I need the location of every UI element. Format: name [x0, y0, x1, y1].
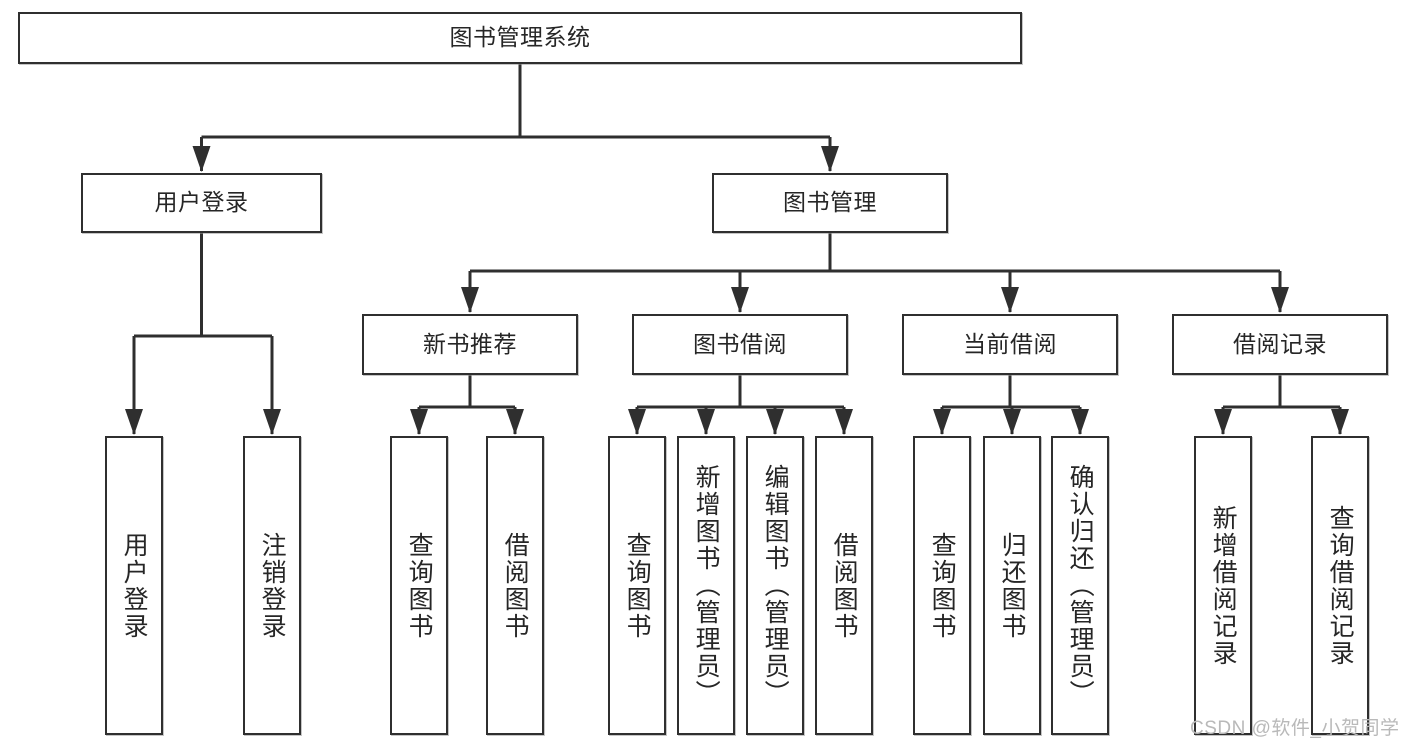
- csdn-watermark: CSDN @软件_小贺同学: [1190, 718, 1400, 739]
- node-root[interactable]: 图书管理系统: [18, 12, 1022, 64]
- node-label: 新增借阅记录: [1209, 504, 1238, 667]
- connector-arrowhead: [697, 409, 715, 435]
- node-leaf-login-2[interactable]: 注销登录: [243, 436, 301, 735]
- node-label: 编辑图书（管理员）: [761, 464, 790, 707]
- node-label: 借阅图书: [501, 531, 530, 640]
- connector-arrowhead: [1331, 409, 1349, 435]
- node-label: 查询图书: [405, 531, 434, 640]
- node-bookmgmt[interactable]: 图书管理: [712, 173, 948, 233]
- node-newbook[interactable]: 新书推荐: [362, 314, 578, 375]
- node-label: 查询图书: [928, 531, 957, 640]
- connector-arrowhead: [1214, 409, 1232, 435]
- node-leaf-cur-2[interactable]: 归还图书: [983, 436, 1041, 735]
- connector-arrowhead: [731, 287, 749, 313]
- node-records[interactable]: 借阅记录: [1172, 314, 1388, 375]
- node-leaf-login-1[interactable]: 用户登录: [105, 436, 163, 735]
- node-label: 图书管理: [783, 189, 877, 216]
- node-borrow[interactable]: 图书借阅: [632, 314, 848, 375]
- connector-arrowhead: [410, 409, 428, 435]
- connector-arrowhead: [1271, 287, 1289, 313]
- node-leaf-rec-1[interactable]: 新增借阅记录: [1194, 436, 1252, 735]
- node-label: 查询借阅记录: [1326, 504, 1355, 667]
- node-leaf-borrow-3[interactable]: 编辑图书（管理员）: [746, 436, 804, 735]
- node-leaf-new-2[interactable]: 借阅图书: [486, 436, 544, 735]
- node-label: 查询图书: [623, 531, 652, 640]
- node-label: 图书借阅: [693, 330, 787, 357]
- connector-arrowhead: [766, 409, 784, 435]
- connector-arrowhead: [1003, 409, 1021, 435]
- node-login[interactable]: 用户登录: [81, 173, 322, 233]
- node-label: 图书管理系统: [449, 24, 591, 51]
- node-label: 归还图书: [998, 531, 1027, 640]
- node-current[interactable]: 当前借阅: [902, 314, 1118, 375]
- connector-arrowhead: [821, 146, 839, 172]
- node-label: 用户登录: [154, 189, 249, 216]
- connector-arrowhead: [461, 287, 479, 313]
- node-leaf-borrow-1[interactable]: 查询图书: [608, 436, 666, 735]
- node-leaf-cur-3[interactable]: 确认归还（管理员）: [1051, 436, 1109, 735]
- node-leaf-new-1[interactable]: 查询图书: [390, 436, 448, 735]
- node-label: 借阅记录: [1233, 330, 1327, 357]
- node-leaf-borrow-2[interactable]: 新增图书（管理员）: [677, 436, 735, 735]
- connector-arrowhead: [1001, 287, 1019, 313]
- connector-arrowhead: [125, 409, 143, 435]
- node-label: 当前借阅: [963, 330, 1057, 357]
- connector-arrowhead: [933, 409, 951, 435]
- node-leaf-cur-1[interactable]: 查询图书: [913, 436, 971, 735]
- node-label: 新书推荐: [423, 330, 517, 357]
- connector-arrowhead: [628, 409, 646, 435]
- connector-arrowhead: [835, 409, 853, 435]
- node-leaf-rec-2[interactable]: 查询借阅记录: [1311, 436, 1369, 735]
- connector-arrowhead: [263, 409, 281, 435]
- connector-arrowhead: [506, 409, 524, 435]
- connector-arrowhead: [192, 146, 211, 172]
- connector-arrowhead: [1071, 409, 1089, 435]
- node-leaf-borrow-4[interactable]: 借阅图书: [815, 436, 873, 735]
- node-label: 确认归还（管理员）: [1066, 464, 1095, 707]
- node-label: 新增图书（管理员）: [692, 464, 721, 707]
- node-label: 借阅图书: [830, 531, 859, 640]
- node-label: 注销登录: [258, 531, 287, 640]
- node-label: 用户登录: [120, 531, 149, 640]
